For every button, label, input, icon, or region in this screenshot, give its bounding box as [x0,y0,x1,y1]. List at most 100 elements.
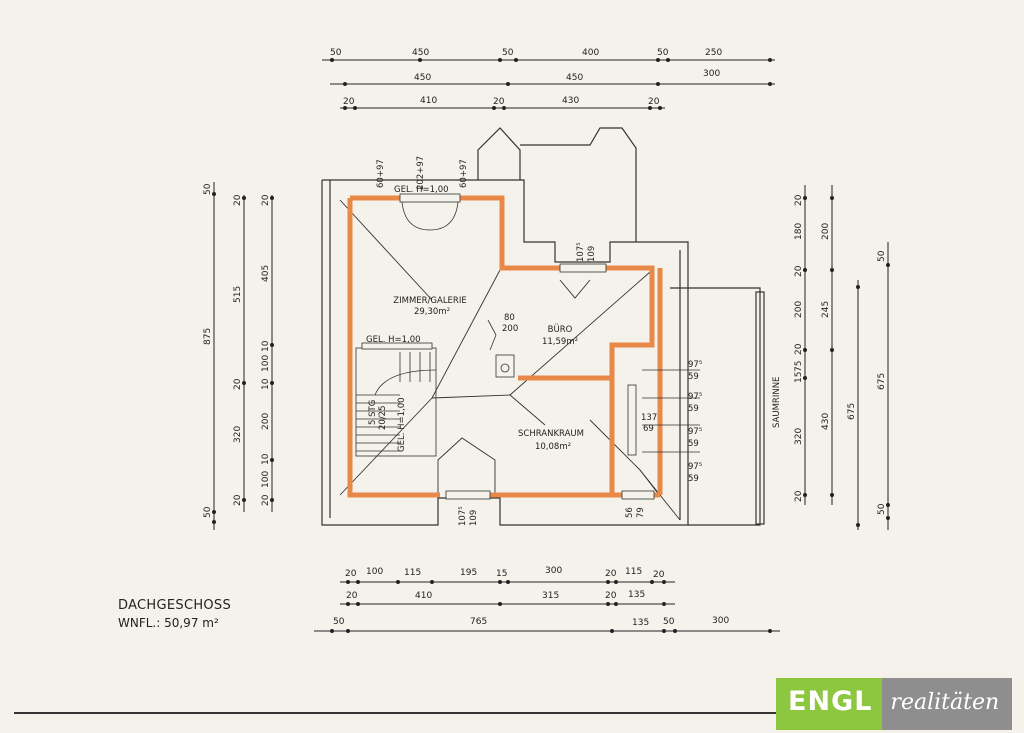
dim-top-r3-1: 410 [420,96,437,106]
engl-logo: ENGL realitäten [776,678,1013,730]
right-ticks [803,196,890,527]
small-window-height: 79 [636,507,646,518]
dim-left-mid-0: 20 [233,194,243,206]
shaft-height: 200 [502,324,518,334]
opening-2-width: 97⁵ [688,392,702,402]
dim-right-a-7: 320 [794,428,804,445]
dim-bot-r3-0: 50 [333,617,345,627]
opening-4-width: 97⁵ [688,462,702,472]
dim-bot-r1-3: 195 [460,568,477,578]
dim-top-r2-0: 450 [414,73,431,83]
dim-right-a-4: 20 [794,343,804,355]
label-stair-steps: 5 STG [368,400,378,425]
opening-3-height: 59 [688,439,699,449]
dim-right-d-2: 50 [877,503,887,515]
door-top-1: 60+97 [376,159,386,188]
bottom-window-width: 107⁵ [458,506,468,526]
dim-top-r1-0: 50 [330,48,342,58]
dim-bot-r2-0: 20 [346,591,358,601]
dim-right-b-2: 430 [821,413,831,430]
logo-brand: ENGL [776,678,883,730]
dim-bot-r1-2: 115 [404,568,421,578]
dim-left-inner-7: 100 [261,471,271,488]
dim-top-r1-1: 450 [412,48,429,58]
dim-top-r3-4: 20 [648,97,660,107]
dim-top-r1-5: 250 [705,48,722,58]
room-buero-area: 11,59m² [542,337,578,347]
label-gel-top: GEL. H=1,00 [394,185,449,195]
dim-bot-r3-2: 135 [632,618,649,628]
dim-right-a-5: 75 [794,361,804,372]
dim-left-inner-0: 20 [261,194,271,206]
dim-left-inner-8: 20 [261,494,271,506]
dim-right-d-0: 50 [877,250,887,262]
openings [361,193,700,500]
floor-title: DACHGESCHOSS [118,598,232,613]
inner-walls [347,195,663,498]
room-schrank-name: SCHRANKRAUM [518,429,584,439]
dim-left-outer-2: 50 [203,506,213,518]
outer-walls [321,127,765,526]
staircase [355,347,437,457]
shaft-width: 80 [504,313,515,323]
title-block: DACHGESCHOSS WNFL.: 50,97 m² [118,598,231,630]
floor-area: WNFL.: 50,97 m² [118,616,219,630]
dim-bot-r2-3: 20 [605,591,617,601]
dim-right-a-0: 20 [794,194,804,206]
dim-bot-r3-4: 300 [712,616,729,626]
dim-bot-r3-1: 765 [470,617,487,627]
buero-window-width: 107⁵ [576,242,586,262]
dim-top-r1-2: 50 [502,48,514,58]
dim-top-r2-1: 450 [566,73,583,83]
opening-1-height: 59 [688,372,699,382]
dim-left-inner-5: 200 [261,413,271,430]
dim-bot-r2-2: 315 [542,591,559,601]
dim-left-mid-1: 515 [233,286,243,303]
dim-top-r3-2: 20 [493,97,505,107]
buero-window-height: 109 [587,246,597,262]
room-schrank-area: 10,08m² [535,442,571,452]
label-stair-rise: 20/25 [378,406,388,431]
dim-bot-r2-4: 135 [628,590,645,600]
dim-bot-r1-4: 15 [496,569,507,579]
opening-3-width: 97⁵ [688,427,702,437]
dim-right-b-1: 245 [821,301,831,318]
opening-4-height: 59 [688,474,699,484]
dim-bot-r1-1: 100 [366,567,383,577]
dim-right-c-0: 675 [847,403,857,420]
dim-left-outer-0: 50 [203,183,213,195]
left-ticks [212,192,274,524]
dim-left-inner-3: 100 [261,355,271,372]
bottom-ticks [330,580,772,633]
top-ticks [330,58,772,110]
dim-left-mid-4: 20 [233,494,243,506]
label-gel-left: GEL. H=1,00 [366,335,421,345]
small-window-width: 56 [625,507,635,518]
room-zimmer-name: ZIMMER/GALERIE [393,296,466,306]
roof-lines [339,199,681,521]
dim-left-inner-6: 10 [261,453,271,465]
dim-top-r1-3: 400 [582,48,599,58]
bottom-window-height: 109 [469,510,479,526]
opening-1-width: 97⁵ [688,360,702,370]
door-top-2: 202+97 [416,156,426,190]
dim-right-a-6: 15 [794,372,804,383]
dim-top-r2-2: 300 [703,69,720,79]
dim-bot-r1-6: 20 [605,569,617,579]
dim-bot-r3-3: 50 [663,617,675,627]
room-buero-name: BÜRO [548,324,573,335]
dim-right-a-1: 180 [794,223,804,240]
dim-bot-r2-1: 410 [415,591,432,601]
dim-right-a-3: 200 [794,301,804,318]
bottom-rule [14,712,894,714]
dim-right-d-1: 675 [877,373,887,390]
dim-left-inner-4: 10 [261,378,271,390]
door-top-3: 60+97 [459,159,469,188]
dim-top-r1-4: 50 [657,48,669,58]
opening-2-height: 59 [688,404,699,414]
dim-top-r3-3: 430 [562,96,579,106]
dim-right-b-0: 200 [821,223,831,240]
dim-right-a-2: 20 [794,265,804,277]
dim-left-inner-2: 10 [261,340,271,352]
